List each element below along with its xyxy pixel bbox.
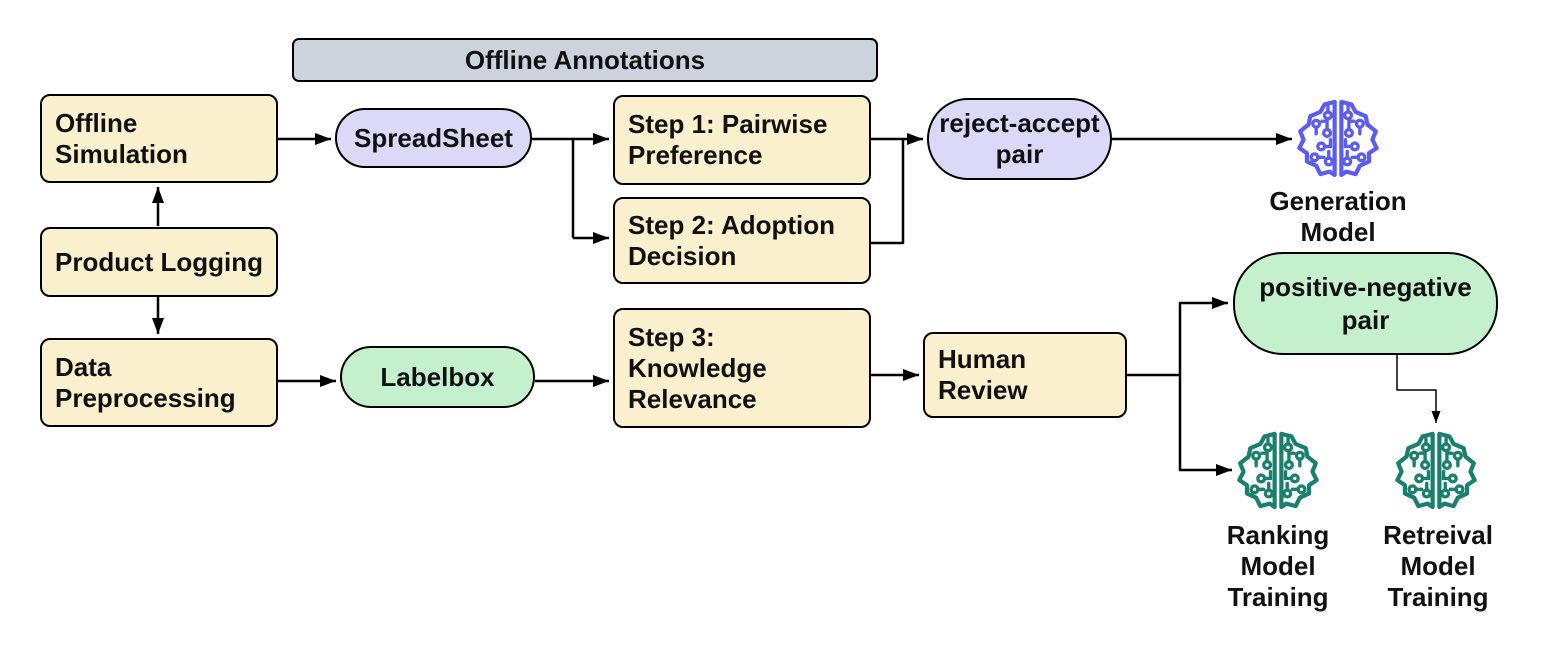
label-line: Training	[1227, 582, 1329, 612]
label-line: Product Logging	[55, 246, 263, 277]
arrow-human-review-to-positive-negative-pair	[1178, 297, 1228, 375]
label-line: Knowledge	[628, 352, 767, 383]
step1-pairwise-preference-node: Step 1: Pairwise Preference	[613, 95, 871, 185]
generation-model-label: Generation Model	[1252, 186, 1424, 248]
label-line: Model	[1300, 217, 1376, 247]
label-line: positive-negative	[1259, 271, 1472, 302]
label-line: Ranking	[1226, 520, 1330, 550]
label-line: pair	[995, 139, 1044, 169]
step2-adoption-decision-node: Step 2: Adoption Decision	[613, 197, 871, 284]
label-line: Preprocessing	[55, 382, 236, 413]
label-line: pair	[1341, 304, 1390, 335]
connector-spreadsheet-branch	[532, 137, 575, 238]
labelbox-node: Labelbox	[340, 346, 535, 408]
brain-circuit-icon	[1236, 426, 1320, 514]
label-line: Retreival	[1383, 520, 1493, 550]
label-line: Labelbox	[380, 361, 495, 392]
human-review-node: Human Review	[923, 332, 1127, 418]
label-line: Step 1: Pairwise	[628, 109, 828, 139]
offline-annotations-header: Offline Annotations	[292, 38, 878, 82]
label-line: Offline	[55, 107, 138, 138]
header-label: Offline Annotations	[464, 45, 706, 75]
positive-negative-pair-node: positive-negative pair	[1233, 252, 1498, 355]
label-line: Generation	[1269, 186, 1407, 216]
label-line: Model	[1240, 551, 1316, 581]
brain-circuit-icon	[1296, 96, 1380, 180]
label-line: Simulation	[55, 138, 188, 169]
label-line: Step 2: Adoption	[628, 209, 836, 240]
arrow-positive-negative-to-retrieval-model	[1396, 355, 1441, 423]
label-line: SpreadSheet	[354, 122, 513, 153]
label-line: Model	[1400, 551, 1476, 581]
product-logging-node: Product Logging	[40, 227, 278, 297]
offline-simulation-node: Offline Simulation	[40, 94, 278, 183]
reject-accept-pair-node: reject-accept pair	[927, 98, 1112, 180]
brain-circuit-icon	[1394, 426, 1478, 514]
label-line: Relevance	[628, 383, 757, 414]
ranking-model-training-label: Ranking Model Training	[1192, 520, 1364, 613]
arrow-human-review-to-ranking-model	[1178, 375, 1232, 476]
label-line: Step 3:	[628, 321, 715, 352]
connector-step2-join	[871, 139, 905, 245]
label-line: Review	[938, 375, 1028, 405]
label-line: reject-accept	[939, 108, 1100, 138]
label-line: Human	[938, 344, 1027, 374]
data-preprocessing-node: Data Preprocessing	[40, 338, 278, 427]
retrieval-model-training-label: Retreival Model Training	[1352, 520, 1524, 613]
spreadsheet-node: SpreadSheet	[335, 108, 532, 168]
label-line: Preference	[628, 140, 763, 170]
label-line: Training	[1387, 582, 1489, 612]
step3-knowledge-relevance-node: Step 3: Knowledge Relevance	[613, 308, 871, 428]
label-line: Decision	[628, 240, 737, 271]
label-line: Data	[55, 351, 112, 382]
